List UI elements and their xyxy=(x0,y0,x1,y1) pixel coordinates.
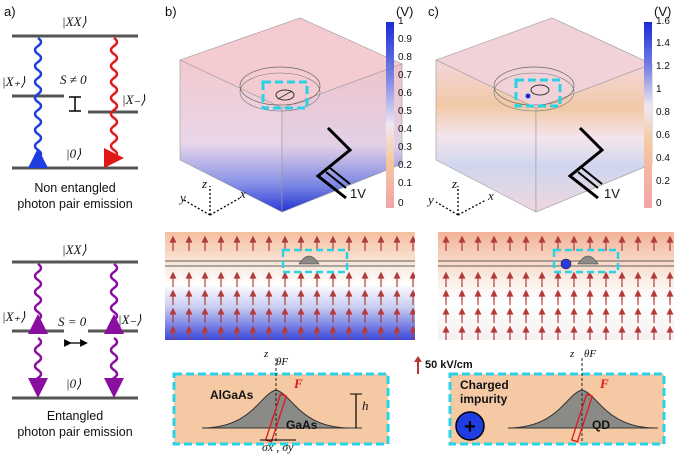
splitting-label-bottom: S = 0 xyxy=(58,314,87,329)
impurity-marker-c xyxy=(525,93,531,99)
axis-y-b xyxy=(183,199,211,216)
device-side-face-c xyxy=(535,63,653,213)
red-photon-arrow xyxy=(105,36,128,164)
inset-barrier-label-b: AlGaAs xyxy=(210,388,254,402)
energy-level-diagrams xyxy=(12,34,138,400)
state-xx-top: |XX⟩ xyxy=(62,14,87,29)
purple-photon-arrow-1 xyxy=(28,262,48,334)
force-arrow-b xyxy=(264,393,288,443)
highlight-box-b xyxy=(261,80,309,110)
voltage-label-c: 1V xyxy=(604,186,620,201)
device-3d-b xyxy=(179,17,403,216)
voltage-label-b: 1V xyxy=(350,186,366,201)
scale-arrow-label: 50 kV/cm xyxy=(425,359,473,371)
state-xplus-bottom: |X₊⟩ xyxy=(2,309,26,324)
inset-dot-label-b: GaAs xyxy=(286,418,318,432)
axis-x-label-c: x xyxy=(488,188,494,203)
blue-photon-arrow xyxy=(28,36,48,169)
axis-z-label-c: z xyxy=(452,176,458,191)
bias-wire-b xyxy=(315,126,353,200)
state-xx-bottom: |XX⟩ xyxy=(62,242,87,257)
bias-wire-c xyxy=(567,126,605,200)
svg-text:+: + xyxy=(464,416,476,438)
panel-b-label: b) xyxy=(165,4,177,19)
field-arrows-b xyxy=(165,235,415,340)
inset-dot-label-c: QD xyxy=(592,418,610,432)
state-xplus-top: |X₊⟩ xyxy=(2,74,26,89)
unit-label-b: (V) xyxy=(396,4,414,19)
colorbar-c xyxy=(644,22,652,208)
inset-box-c xyxy=(448,372,666,446)
inset-b xyxy=(172,358,390,446)
purple-photon-arrow-2 xyxy=(28,336,48,398)
quantum-dot-marker xyxy=(275,89,295,101)
impurity-label: Charged impurity xyxy=(460,378,509,406)
inset-axis-z-c: z xyxy=(570,348,575,360)
state-zero-bottom: |0⟩ xyxy=(66,376,82,391)
field-arrows-c xyxy=(438,235,674,340)
panel-c-label: c) xyxy=(428,4,439,19)
splitting-label-top: S ≠ 0 xyxy=(60,72,87,87)
inset-axis-z-b: z xyxy=(264,348,269,360)
state-xminus-top: |X₋⟩ xyxy=(122,92,146,107)
scale-arrow-icon xyxy=(414,356,422,374)
inset-force-c: F xyxy=(600,376,609,391)
micropillar-ring xyxy=(239,66,321,106)
axis-z-label-b: z xyxy=(202,176,208,191)
state-zero-top: |0⟩ xyxy=(66,146,82,161)
inset-force-b: F xyxy=(294,376,303,391)
caption-bottom: Entangled photon pair emission xyxy=(17,409,133,439)
axis-y-label-c: y xyxy=(428,192,434,207)
highlight-box-field-b xyxy=(281,248,349,274)
panel-a-label: a) xyxy=(4,4,16,19)
impurity-plus-icon xyxy=(455,411,485,441)
highlight-box-field-c xyxy=(552,248,620,274)
axis-x-label-b: x xyxy=(240,186,246,201)
unit-label-c: (V) xyxy=(654,4,672,19)
axis-y-label-b: y xyxy=(180,190,186,205)
inset-c: + xyxy=(448,358,666,446)
state-xminus-bottom: |X₋⟩ xyxy=(118,312,142,327)
axis-x-b xyxy=(209,197,241,216)
device-3d-c xyxy=(435,17,653,216)
inset-height-label: h xyxy=(362,398,369,413)
force-arrow-c xyxy=(570,393,594,443)
device-side-face xyxy=(281,63,403,213)
colorbar-b xyxy=(386,22,394,208)
inset-angle-b: θF xyxy=(276,356,289,368)
purple-photon-arrow-4 xyxy=(104,336,124,398)
inset-angle-c: θF xyxy=(584,348,597,360)
caption-top: Non entangled photon pair emission xyxy=(17,181,133,211)
inset-widths-label: σx , σy xyxy=(262,440,294,454)
highlight-box-c xyxy=(514,78,562,108)
purple-photon-arrow-3 xyxy=(104,262,124,334)
